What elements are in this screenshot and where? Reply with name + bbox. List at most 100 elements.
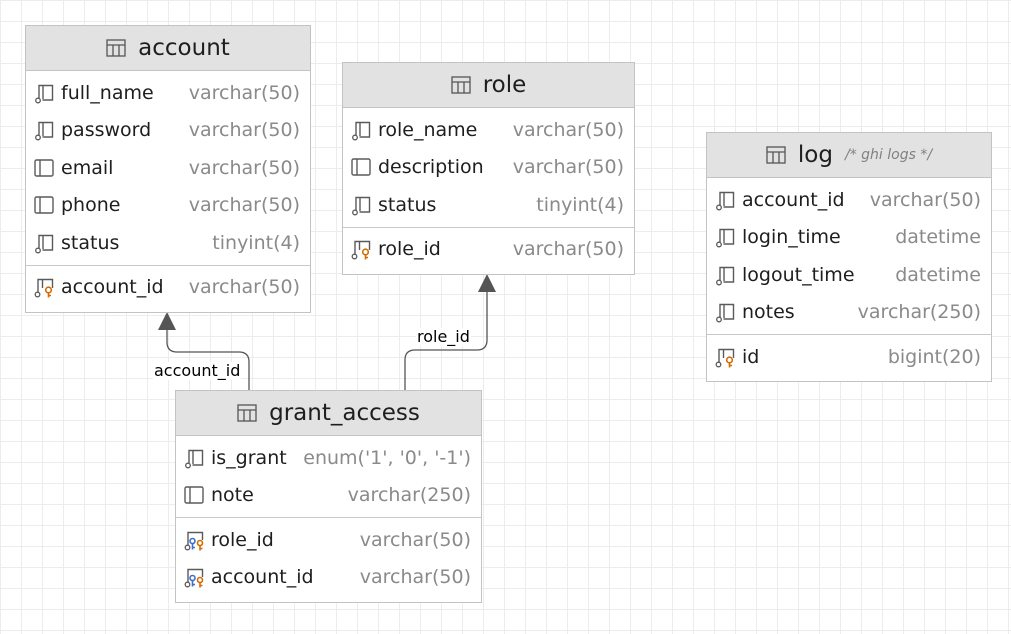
column-name: is_grant	[211, 446, 287, 469]
column-type: varchar(250)	[857, 301, 981, 324]
column-name: note	[211, 484, 254, 507]
column-name: status	[378, 193, 437, 216]
column-name: phone	[61, 194, 121, 217]
column-name: notes	[742, 301, 795, 324]
column-type: varchar(50)	[188, 194, 300, 217]
column-type: varchar(50)	[512, 238, 624, 261]
column-row[interactable]: email varchar(50)	[26, 149, 310, 187]
not-null-column-icon	[34, 196, 54, 214]
relation-label-account-id: account_id	[153, 361, 242, 380]
column-row[interactable]: notes varchar(250)	[707, 294, 991, 332]
table-comment: /* ghi logs */	[844, 147, 933, 163]
table-grant-access[interactable]: grant_access is_grant enum('1', '0', '-1'…	[175, 390, 482, 603]
table-header[interactable]: role	[343, 63, 634, 108]
column-row[interactable]: account_id varchar(50)	[26, 269, 310, 307]
column-row[interactable]: login_time datetime	[707, 219, 991, 257]
column-list: is_grant enum('1', '0', '-1') note varchar(…	[176, 436, 481, 517]
column-row[interactable]: role_id varchar(50)	[176, 521, 481, 559]
table-icon	[237, 404, 257, 422]
column-row[interactable]: phone varchar(50)	[26, 187, 310, 225]
table-log[interactable]: log /* ghi logs */ account_id varchar(50)…	[706, 132, 992, 382]
column-name: status	[61, 231, 120, 254]
primary-key-icon	[34, 279, 54, 298]
table-title: grant_access	[269, 400, 420, 426]
primary-key-icon	[351, 241, 371, 260]
column-type: tinyint(4)	[536, 193, 624, 216]
column-name: role_id	[211, 528, 274, 551]
column-type: varchar(50)	[512, 118, 624, 141]
not-null-column-icon	[184, 486, 204, 504]
column-row[interactable]: note varchar(250)	[176, 477, 481, 515]
column-name: full_name	[61, 81, 154, 104]
column-row[interactable]: description varchar(50)	[343, 149, 634, 187]
not-null-column-icon	[34, 159, 54, 177]
column-row[interactable]: logout_time datetime	[707, 256, 991, 294]
column-name: role_id	[378, 238, 441, 261]
column-type: datetime	[895, 263, 981, 286]
table-account[interactable]: account full_name varchar(50) password varc…	[25, 25, 311, 313]
primary-foreign-key-icon	[184, 531, 204, 551]
column-type: varchar(50)	[359, 566, 471, 589]
not-null-column-icon	[351, 158, 371, 176]
column-row[interactable]: role_id varchar(50)	[343, 231, 634, 269]
column-name: account_id	[211, 566, 314, 589]
key-list: role_id varchar(50)	[343, 226, 634, 272]
column-row[interactable]: account_id varchar(50)	[176, 559, 481, 597]
column-type: varchar(50)	[188, 81, 300, 104]
column-type: varchar(50)	[188, 276, 300, 299]
column-row[interactable]: status tinyint(4)	[343, 186, 634, 224]
nullable-column-icon	[716, 191, 735, 211]
column-name: id	[742, 345, 760, 368]
relation-arrow-account	[158, 312, 176, 330]
table-header[interactable]: log /* ghi logs */	[707, 133, 991, 178]
column-type: varchar(50)	[359, 528, 471, 551]
column-name: email	[61, 156, 114, 179]
column-type: tinyint(4)	[212, 231, 300, 254]
column-row[interactable]: id bigint(20)	[707, 338, 991, 376]
nullable-column-icon	[185, 449, 204, 469]
table-header[interactable]: grant_access	[176, 391, 481, 436]
primary-foreign-key-icon	[184, 569, 204, 588]
column-row[interactable]: account_id varchar(50)	[707, 181, 991, 219]
key-list: id bigint(20)	[707, 334, 991, 379]
nullable-column-icon	[35, 122, 54, 141]
relation-arrow-role	[478, 274, 496, 292]
column-name: logout_time	[742, 263, 855, 286]
column-type: varchar(50)	[188, 119, 300, 142]
relation-grant-access-to-account[interactable]	[166, 328, 250, 390]
table-role[interactable]: role role_name varchar(50) description varc…	[342, 62, 635, 275]
column-type: varchar(50)	[188, 156, 300, 179]
column-type: enum('1', '0', '-1')	[303, 446, 471, 469]
column-row[interactable]: full_name varchar(50)	[26, 74, 310, 112]
table-icon	[106, 39, 126, 57]
table-title: log	[797, 142, 833, 168]
key-list: role_id varchar(50) account_id varchar(50)	[176, 517, 481, 599]
column-type: datetime	[895, 226, 981, 249]
nullable-column-icon	[716, 304, 735, 323]
column-row[interactable]: password varchar(50)	[26, 112, 310, 150]
column-list: role_name varchar(50) description varchar(5…	[343, 108, 634, 227]
column-type: varchar(50)	[869, 188, 981, 211]
column-type: varchar(50)	[512, 156, 624, 179]
column-row[interactable]: is_grant enum('1', '0', '-1')	[176, 439, 481, 477]
column-name: description	[378, 156, 484, 179]
primary-key-icon	[715, 348, 735, 368]
nullable-column-icon	[35, 84, 54, 104]
column-type: varchar(250)	[347, 484, 471, 507]
table-icon	[766, 146, 786, 164]
column-type: bigint(20)	[887, 345, 981, 368]
relation-grant-access-to-role[interactable]	[404, 290, 488, 390]
nullable-column-icon	[716, 229, 735, 248]
column-name: password	[61, 119, 152, 142]
column-name: role_name	[378, 118, 478, 141]
column-name: account_id	[61, 276, 164, 299]
table-icon	[451, 76, 471, 94]
column-name: account_id	[742, 188, 845, 211]
table-header[interactable]: account	[26, 26, 310, 71]
column-row[interactable]: role_name varchar(50)	[343, 111, 634, 149]
nullable-column-icon	[352, 196, 371, 216]
column-name: login_time	[742, 226, 841, 249]
column-row[interactable]: status tinyint(4)	[26, 224, 310, 262]
